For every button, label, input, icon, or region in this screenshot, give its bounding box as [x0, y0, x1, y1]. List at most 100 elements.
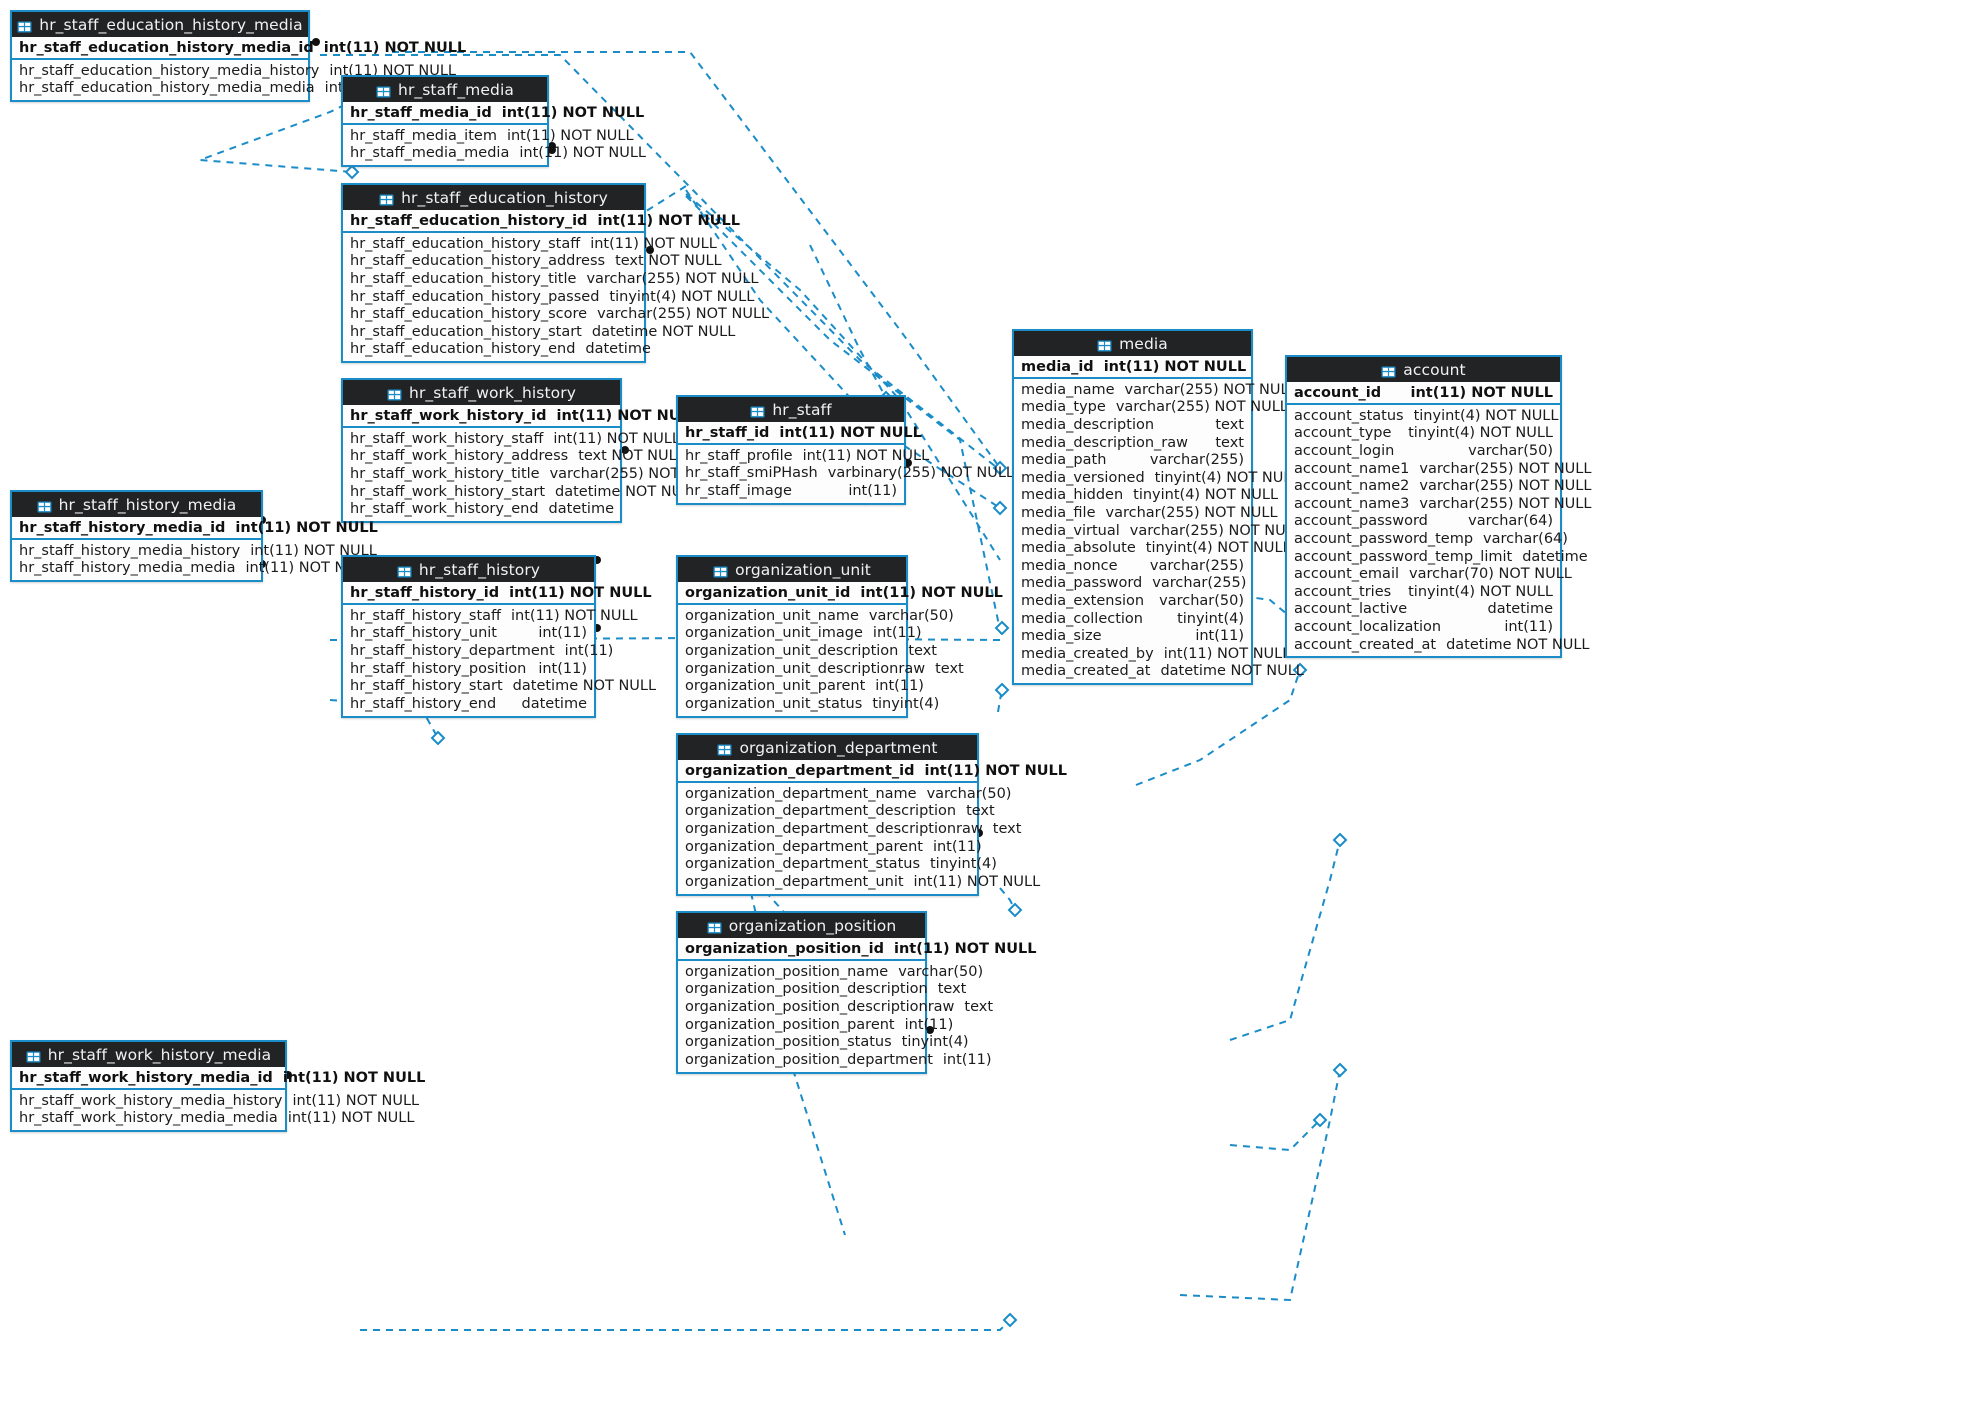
- column-row[interactable]: hr_staff_education_history_media_mediain…: [12, 80, 451, 98]
- table-header-hr_staff[interactable]: hr_staff: [678, 397, 904, 422]
- table-header-hr_staff_work_history_media[interactable]: hr_staff_work_history_media: [12, 1042, 285, 1067]
- table-header-hr_staff_history[interactable]: hr_staff_history: [343, 557, 594, 582]
- table-header-account[interactable]: account: [1287, 357, 1560, 382]
- table-header-hr_staff_history_media[interactable]: hr_staff_history_media: [12, 492, 261, 517]
- table-header-organization_unit[interactable]: organization_unit: [678, 557, 906, 582]
- er-table-hr_staff_history_media[interactable]: hr_staff_history_media hr_staff_history_m…: [10, 490, 378, 583]
- table-header-hr_staff_media[interactable]: hr_staff_media: [343, 77, 547, 102]
- table-header-hr_staff_work_history[interactable]: hr_staff_work_history: [343, 380, 620, 405]
- er-table-organization_position[interactable]: organization_position organization_positi…: [676, 911, 1036, 1074]
- table-header-media[interactable]: media: [1014, 331, 1251, 356]
- column-row[interactable]: hr_staff_education_history_media_history…: [12, 62, 456, 80]
- table-header-organization_position[interactable]: organization_position: [678, 913, 925, 938]
